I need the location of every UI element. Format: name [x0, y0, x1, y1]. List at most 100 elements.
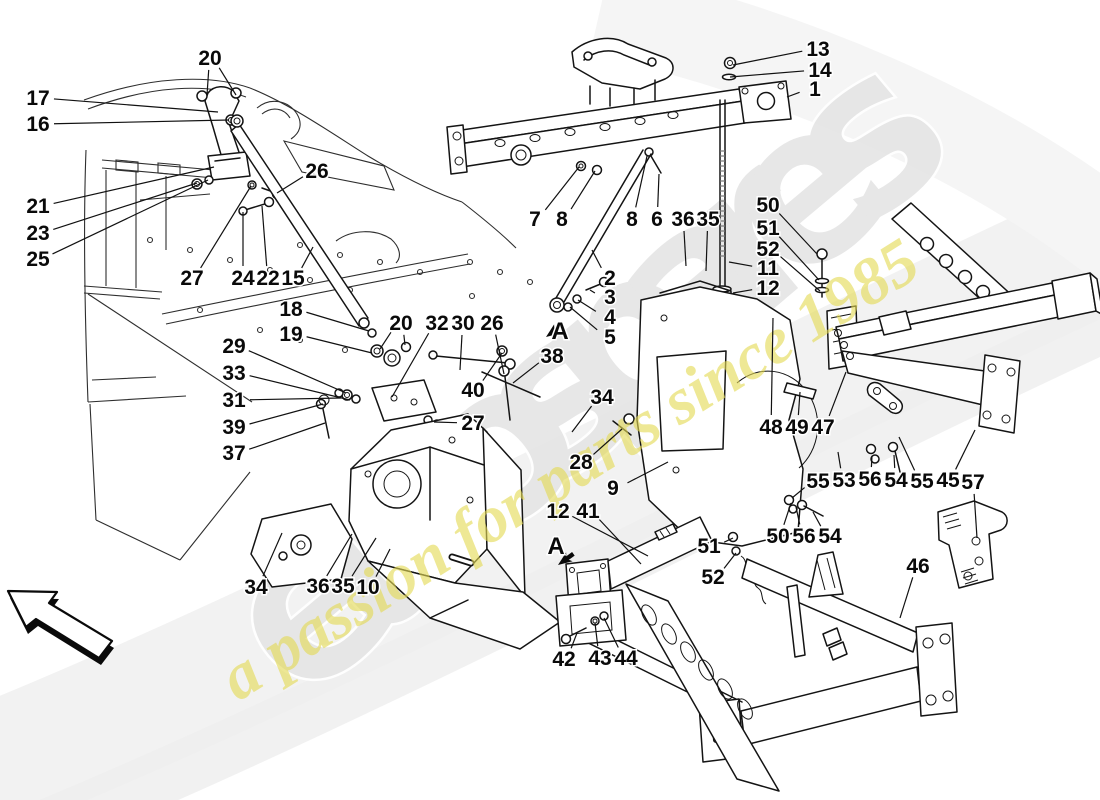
part-number-label: 36 — [671, 208, 694, 231]
clamp-bracket — [937, 500, 1008, 589]
section-view-arrow-icon — [558, 552, 575, 565]
part-number-label: 7 — [529, 208, 541, 231]
leader-line — [770, 317, 774, 416]
section-view-label: A — [547, 533, 564, 560]
leader-line — [351, 537, 377, 577]
leader-line — [812, 511, 822, 527]
leader-line — [379, 332, 392, 350]
part-number-label: 27 — [461, 412, 484, 435]
part-number-label: 52 — [756, 238, 779, 261]
section-view-arrow-icon — [546, 324, 563, 337]
part-number-label: 10 — [356, 576, 379, 599]
leader-line — [705, 230, 708, 272]
part-number-label: 14 — [808, 59, 832, 82]
part-number-label: 55 — [910, 470, 934, 493]
part-number-label: 50 — [766, 525, 789, 548]
leader-line — [797, 391, 801, 416]
leader-line — [53, 119, 230, 125]
body-shell-outline — [83, 78, 534, 561]
leader-line — [570, 632, 578, 649]
part-number-label: 45 — [936, 469, 960, 492]
leader-line — [375, 548, 391, 577]
center-pillar-frame — [636, 280, 859, 547]
leader-line — [261, 205, 268, 267]
part-number-label: 53 — [832, 469, 855, 492]
leader-line — [795, 506, 801, 525]
leader-line — [276, 176, 304, 194]
part-number-label: 19 — [279, 323, 302, 346]
part-number-label: 50 — [756, 194, 779, 217]
leader-line — [723, 537, 734, 543]
leader-line — [482, 352, 503, 381]
leader-line — [591, 249, 602, 269]
leader-line — [973, 493, 978, 539]
frame-parts — [191, 37, 1100, 792]
part-number-label: 38 — [540, 345, 564, 368]
part-number-label: 20 — [389, 312, 412, 335]
leader-line — [577, 299, 597, 312]
leader-line — [778, 213, 818, 255]
leader-line — [544, 166, 580, 211]
leader-line — [249, 397, 342, 401]
leader-line — [898, 436, 916, 471]
leader-line — [828, 371, 847, 417]
leader-line — [723, 552, 737, 569]
part-number-label: 49 — [785, 416, 808, 439]
leader-line — [512, 362, 540, 384]
part-number-label: 9 — [607, 477, 619, 500]
part-number-label: 1 — [809, 78, 821, 101]
leader-line — [403, 334, 406, 346]
part-number-label: 54 — [818, 525, 842, 548]
part-number-label: 34 — [590, 386, 614, 409]
part-number-label: 16 — [26, 113, 49, 136]
part-number-label: 56 — [792, 525, 815, 548]
leader-line — [306, 311, 370, 332]
leader-line — [899, 577, 914, 619]
part-number-label: 47 — [811, 416, 834, 439]
leader-line — [732, 50, 803, 66]
nut-and-washer — [721, 56, 737, 81]
leader-line — [955, 429, 976, 470]
part-number-label: 57 — [961, 471, 984, 494]
leader-line — [306, 336, 373, 354]
leader-line — [262, 532, 283, 577]
part-number-label: 34 — [244, 576, 268, 599]
section-view-label: A — [551, 318, 568, 345]
leader-line — [52, 179, 209, 255]
lower-fastener-set — [555, 589, 627, 647]
leader-line — [780, 256, 821, 292]
leader-line — [893, 454, 896, 469]
part-number-label: 15 — [281, 267, 305, 290]
part-number-label: 3 — [604, 286, 616, 309]
leader-line — [249, 403, 324, 425]
leader-line — [729, 70, 805, 78]
part-number-label: 55 — [806, 470, 830, 493]
leader-line — [248, 350, 347, 394]
leader-line — [657, 173, 660, 208]
upper-cross-beam — [446, 80, 792, 175]
part-number-label: 12 — [756, 277, 779, 300]
part-number-label: 44 — [614, 647, 638, 670]
part-number-label: 22 — [256, 267, 279, 290]
leader-line — [589, 289, 596, 294]
leader-line — [837, 451, 842, 469]
leader-lines-layer — [52, 50, 978, 649]
part-number-label: 35 — [696, 208, 720, 231]
leader-line — [778, 236, 820, 281]
leader-line — [571, 405, 593, 433]
part-number-label: 23 — [26, 222, 49, 245]
leader-line — [870, 455, 873, 468]
leader-line — [391, 332, 430, 398]
part-number-label: 8 — [626, 208, 638, 231]
part-number-label: 24 — [231, 267, 255, 290]
leader-line — [53, 166, 215, 204]
part-number-label: 32 — [425, 312, 448, 335]
part-number-label: 36 — [306, 575, 329, 598]
part-number-label: 29 — [222, 335, 245, 358]
vertical-bolt-with-washers — [814, 248, 830, 298]
leader-line — [572, 515, 649, 557]
leader-line — [627, 461, 669, 484]
leader-line — [598, 519, 642, 565]
